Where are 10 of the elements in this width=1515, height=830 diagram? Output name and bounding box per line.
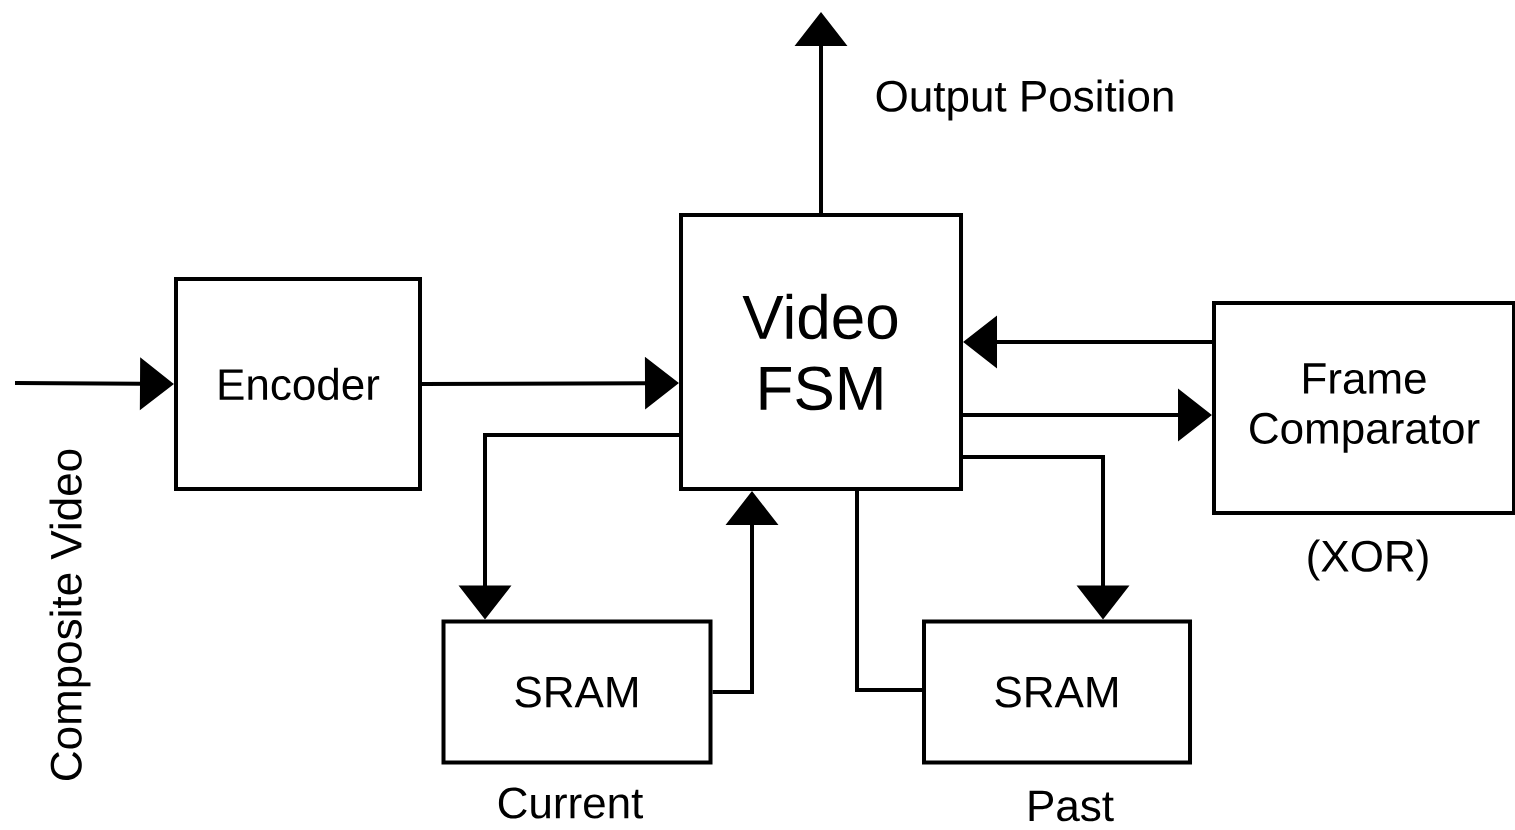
- process-box: SRAM: [441, 619, 713, 765]
- process-box: SRAM: [922, 619, 1192, 765]
- caption-text: Past: [1029, 790, 1114, 822]
- edge-label: Composite Video: [47, 445, 93, 785]
- process-box: Encoder: [174, 277, 422, 491]
- process-box: Frame Comparator: [1212, 301, 1515, 515]
- caption-text: (XOR): [1308, 539, 1428, 581]
- caption-text: Current: [498, 787, 643, 819]
- edge-label: Output Position: [872, 77, 1178, 123]
- process-box: Video FSM: [679, 213, 963, 491]
